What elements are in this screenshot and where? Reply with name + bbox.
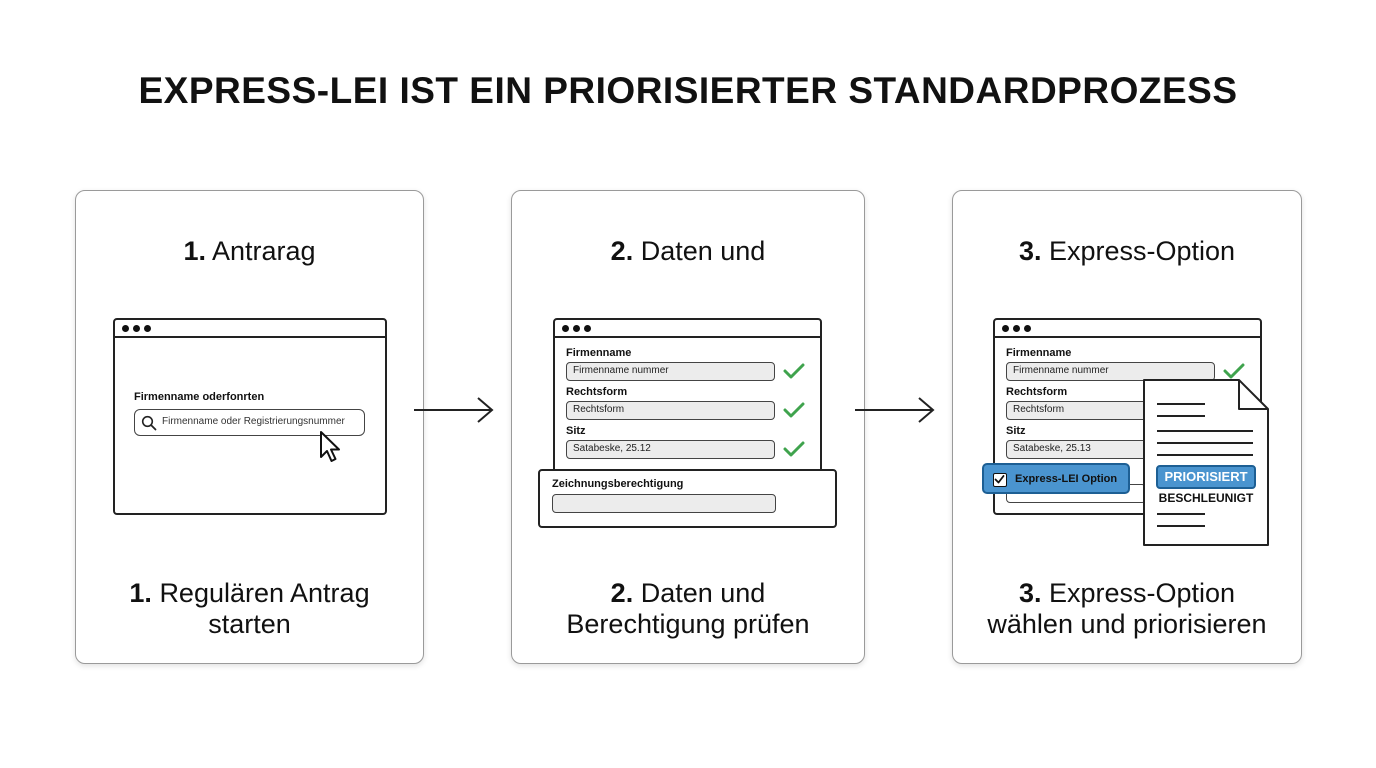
step-1-caption: 1. Regulären Antrag starten bbox=[129, 578, 370, 639]
express-option-label: Express-LEI Option bbox=[1015, 473, 1118, 485]
rechtsform-label: Rechtsform bbox=[1006, 386, 1068, 398]
rechtsform-field[interactable]: Rechtsform bbox=[566, 401, 775, 420]
express-checkbox[interactable] bbox=[993, 473, 1007, 487]
check-icon bbox=[783, 441, 805, 457]
sitz-label: Sitz bbox=[566, 425, 586, 437]
window-titlebar bbox=[995, 320, 1260, 338]
step-2-caption: 2. Daten und Berechtigung prüfen bbox=[566, 578, 810, 639]
mouse-cursor-icon bbox=[320, 431, 340, 462]
document-icon bbox=[1143, 379, 1269, 546]
check-icon bbox=[783, 363, 805, 379]
sitz-field[interactable]: Satabeske, 25.12 bbox=[566, 440, 775, 459]
check-icon bbox=[783, 402, 805, 418]
window-controls bbox=[122, 325, 151, 332]
firmenname-label: Firmenname bbox=[1006, 347, 1072, 359]
rechtsform-label: Rechtsform bbox=[566, 386, 628, 398]
company-search-input[interactable]: Firmenname oder Registrierungsnummer bbox=[134, 409, 365, 436]
sitz-label: Sitz bbox=[1006, 425, 1026, 437]
firmenname-label: Firmenname bbox=[566, 347, 632, 359]
accelerated-status: BESCHLEUNIGT bbox=[1158, 491, 1254, 505]
express-lei-option[interactable]: Express-LEI Option bbox=[982, 463, 1130, 494]
firmenname-field[interactable]: Firmenname nummer bbox=[566, 362, 775, 381]
window-controls bbox=[562, 325, 591, 332]
step-1-heading: 1. Antrarag bbox=[183, 236, 316, 266]
page-title: EXPRESS-LEI IST EIN PRIORISIERTER STANDA… bbox=[138, 70, 1238, 111]
arrow-right-icon bbox=[855, 397, 935, 423]
step-3-heading: 3. Express-Option bbox=[1018, 236, 1236, 266]
window-titlebar bbox=[115, 320, 385, 338]
search-placeholder: Firmenname oder Registrierungsnummer bbox=[162, 416, 345, 427]
signing-authority-field[interactable] bbox=[552, 494, 776, 513]
prioritized-badge: PRIORISIERT bbox=[1156, 465, 1256, 489]
company-name-label: Firmenname oderfonrten bbox=[134, 391, 265, 403]
step-2-heading: 2. Daten und bbox=[610, 236, 766, 266]
check-icon bbox=[1223, 363, 1245, 379]
step-3-caption: 3. Express-Option wählen und priorisiere… bbox=[987, 578, 1267, 639]
arrow-right-icon bbox=[414, 397, 494, 423]
window-titlebar bbox=[555, 320, 820, 338]
checkmark-icon bbox=[994, 475, 1005, 484]
window-controls bbox=[1002, 325, 1031, 332]
firmenname-field[interactable]: Firmenname nummer bbox=[1006, 362, 1215, 381]
signing-authority-label: Zeichnungsberechtigung bbox=[552, 478, 684, 490]
search-icon bbox=[141, 415, 157, 431]
